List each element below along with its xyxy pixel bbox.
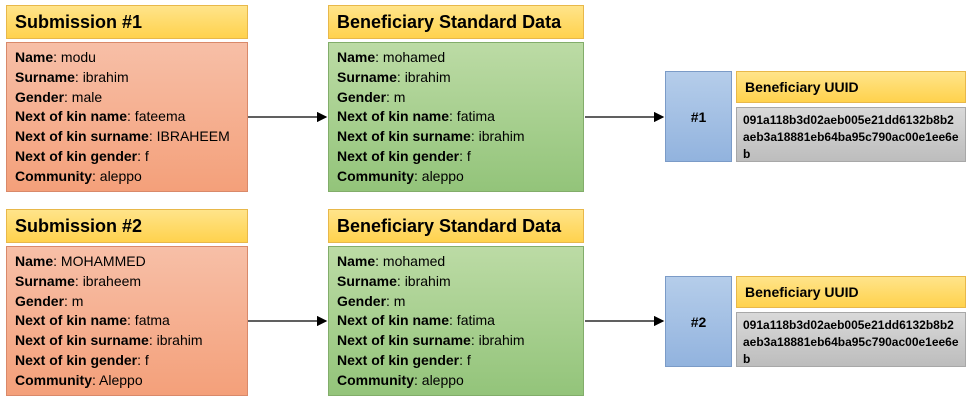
field-value: : MOHAMMED	[53, 253, 146, 269]
field-value: : aleppo	[92, 167, 142, 184]
beneficiary-number-2: #2	[665, 276, 732, 367]
standard-data-2-title: Beneficiary Standard Data	[328, 209, 584, 243]
field-label: Next of kin name	[15, 312, 128, 329]
field-row: Next of kin name: fatma	[15, 311, 239, 331]
field-value: : fateema	[127, 108, 186, 125]
field-label: Next of kin surname	[15, 332, 149, 349]
field-label: Community	[337, 167, 414, 184]
field-label: Gender	[15, 292, 65, 309]
field-value: : f	[137, 147, 149, 164]
field-row: Name: modu	[15, 48, 239, 68]
field-row: Community: Aleppo	[15, 371, 239, 391]
field-row: Next of kin surname: IBRAHEEM	[15, 127, 239, 147]
submission-2-title: Submission #2	[6, 209, 248, 243]
field-row: Gender: m	[337, 88, 575, 108]
field-label: Community	[15, 167, 92, 184]
field-value: : ibrahim	[396, 68, 451, 85]
field-row: Next of kin surname: ibrahim	[337, 127, 575, 147]
field-value: : ibrahim	[470, 332, 525, 349]
field-label: Next of kin surname	[337, 128, 471, 145]
field-label: Next of kin name	[337, 312, 450, 329]
field-value: : modu	[53, 49, 96, 65]
field-label: Next of kin surname	[337, 332, 471, 349]
field-label: Community	[15, 371, 92, 388]
field-row: Surname: ibrahim	[337, 68, 575, 88]
field-value: : ibrahim	[148, 332, 203, 349]
beneficiary-uuid-1-value: 091a118b3d02aeb005e21dd6132b8b2aeb3a1888…	[736, 107, 966, 162]
field-row: Next of kin gender: f	[337, 351, 575, 371]
field-label: Next of kin name	[15, 108, 128, 125]
field-row: Community: aleppo	[337, 167, 575, 187]
field-label: Name	[337, 49, 376, 65]
field-label: Community	[337, 371, 414, 388]
field-value: : ibrahim	[396, 272, 451, 289]
field-value: : male	[64, 88, 103, 105]
field-row: Gender: male	[15, 88, 239, 108]
field-label: Name	[15, 253, 54, 269]
field-value: : ibraheem	[74, 272, 142, 289]
field-row: Surname: ibrahim	[337, 272, 575, 292]
beneficiary-uuid-1-title: Beneficiary UUID	[736, 71, 966, 103]
standard-data-1-title: Beneficiary Standard Data	[328, 5, 584, 39]
field-value: : fatima	[449, 108, 495, 125]
field-value: : mohamed	[375, 49, 446, 65]
field-row: Next of kin name: fatima	[337, 107, 575, 127]
field-row: Next of kin name: fatima	[337, 311, 575, 331]
field-label: Next of kin name	[337, 108, 450, 125]
beneficiary-number-1: #1	[665, 71, 732, 162]
field-row: Gender: m	[337, 292, 575, 312]
field-row: Next of kin surname: ibrahim	[337, 331, 575, 351]
field-label: Surname	[15, 272, 75, 289]
field-label: Next of kin gender	[15, 351, 138, 368]
field-row: Next of kin name: fateema	[15, 107, 239, 127]
field-value: : fatima	[449, 312, 495, 329]
field-label: Gender	[337, 88, 387, 105]
field-value: : f	[137, 351, 149, 368]
beneficiary-uuid-2-title: Beneficiary UUID	[736, 276, 966, 308]
field-label: Name	[337, 253, 376, 269]
field-label: Surname	[337, 272, 397, 289]
field-row: Name: MOHAMMED	[15, 252, 239, 272]
field-row: Name: mohamed	[337, 48, 575, 68]
field-label: Gender	[15, 88, 65, 105]
field-label: Surname	[15, 68, 75, 85]
field-value: : fatma	[127, 312, 170, 329]
field-row: Surname: ibrahim	[15, 68, 239, 88]
field-label: Surname	[337, 68, 397, 85]
field-value: : aleppo	[414, 371, 464, 388]
field-row: Surname: ibraheem	[15, 272, 239, 292]
field-value: : IBRAHEEM	[148, 128, 230, 145]
field-value: : m	[386, 88, 406, 105]
field-label: Next of kin surname	[15, 128, 149, 145]
field-row: Community: aleppo	[337, 371, 575, 391]
field-label: Gender	[337, 292, 387, 309]
field-value: : Aleppo	[92, 371, 143, 388]
field-row: Next of kin gender: f	[15, 147, 239, 167]
field-row: Next of kin gender: f	[15, 351, 239, 371]
field-value: : m	[386, 292, 406, 309]
field-label: Name	[15, 49, 54, 65]
field-value: : m	[64, 292, 84, 309]
field-value: : mohamed	[375, 253, 446, 269]
field-row: Next of kin gender: f	[337, 147, 575, 167]
field-row: Next of kin surname: ibrahim	[15, 331, 239, 351]
field-label: Next of kin gender	[15, 147, 138, 164]
field-value: : ibrahim	[74, 68, 129, 85]
field-row: Gender: m	[15, 292, 239, 312]
field-value: : aleppo	[414, 167, 464, 184]
field-value: : ibrahim	[470, 128, 525, 145]
field-row: Name: mohamed	[337, 252, 575, 272]
field-value: : f	[459, 147, 471, 164]
submission-1-title: Submission #1	[6, 5, 248, 39]
field-value: : f	[459, 351, 471, 368]
beneficiary-uuid-2-value: 091a118b3d02aeb005e21dd6132b8b2aeb3a1888…	[736, 312, 966, 367]
field-row: Community: aleppo	[15, 167, 239, 187]
field-label: Next of kin gender	[337, 147, 460, 164]
field-label: Next of kin gender	[337, 351, 460, 368]
